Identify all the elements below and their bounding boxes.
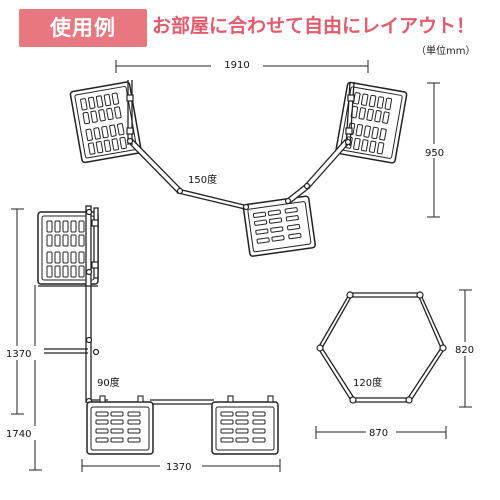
l-inner-height-dimension bbox=[29, 285, 42, 471]
v-joints bbox=[126, 94, 355, 211]
v-frame-bars bbox=[127, 80, 355, 210]
v-center-gate-panel bbox=[242, 195, 317, 258]
l-width-label: 1370 bbox=[166, 462, 191, 473]
v-width-label: 1910 bbox=[224, 60, 249, 71]
l-bottom-left-gate-panel bbox=[86, 401, 154, 455]
usage-example-badge: 使用例 bbox=[19, 9, 147, 47]
l-outer-height-dimension bbox=[11, 208, 24, 415]
hex-width-label: 870 bbox=[369, 428, 388, 439]
v-height-label: 950 bbox=[425, 148, 444, 159]
hex-height-label: 820 bbox=[455, 345, 474, 356]
l-bottom-right-gate-panel bbox=[211, 401, 279, 455]
v-angle-label: 150度 bbox=[188, 173, 217, 186]
l-angle-label: 90度 bbox=[97, 376, 120, 389]
hex-layout: 120度 820 870 bbox=[315, 289, 482, 439]
v-layout: 1910 950 bbox=[69, 57, 446, 258]
unit-note: （単位mm） bbox=[416, 46, 476, 57]
l-top-clips bbox=[99, 395, 274, 403]
badge-label: 使用例 bbox=[50, 16, 116, 40]
l-height-outer-label: 1740 bbox=[6, 429, 31, 440]
hex-joints bbox=[316, 291, 447, 404]
l-joints bbox=[85, 208, 100, 405]
hex-angle-label: 120度 bbox=[353, 376, 382, 389]
v-left-gate-panel bbox=[69, 80, 143, 164]
l-height-inner-label: 1370 bbox=[6, 349, 31, 360]
headline: お部屋に合わせて自由にレイアウト！ bbox=[152, 15, 476, 37]
l-layout: 1370 1740 bbox=[3, 205, 281, 473]
v-right-gate-panel bbox=[334, 81, 408, 165]
